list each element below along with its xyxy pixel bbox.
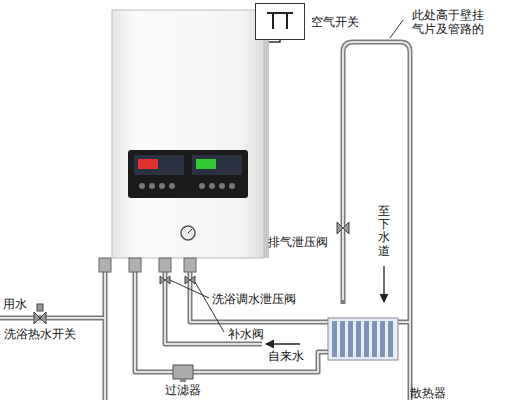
boiler-side (264, 14, 269, 258)
display-digits (196, 159, 216, 169)
button (159, 183, 165, 189)
drain-outlet (341, 300, 346, 304)
radiator-node: 散热器 (328, 314, 446, 400)
filter-body (173, 365, 193, 379)
flow-arrow (383, 266, 384, 302)
pipe (398, 320, 410, 325)
radiator-fin (364, 321, 369, 357)
pressure-gauge (181, 226, 195, 240)
annotation-label: 此处高于壁挂 气片及管路的 (412, 8, 490, 36)
button (219, 183, 225, 189)
pipe (190, 272, 328, 322)
fitting (99, 258, 111, 272)
button (229, 183, 235, 189)
annotation-label: 排气泄压阀 (268, 235, 328, 249)
display-screen (134, 155, 184, 175)
node-label: 过滤器 (165, 383, 201, 397)
leader-line (390, 20, 403, 38)
panel-buttons (139, 183, 235, 189)
node-label: 空气开关 (311, 15, 359, 29)
switch-node: 空气开关 (255, 3, 359, 40)
pipe (0, 317, 105, 319)
annotation-label: 补水阀 (228, 327, 264, 341)
radiator-fin (372, 321, 377, 357)
pipe (135, 272, 328, 372)
boiler-body (112, 10, 264, 258)
button (149, 183, 155, 189)
display-screen (192, 155, 242, 175)
pipe (135, 272, 328, 372)
fittings (99, 258, 196, 272)
filter-cap (180, 379, 186, 382)
fitting (184, 258, 196, 272)
valve-handle (37, 304, 43, 311)
radiator-fin (348, 321, 353, 357)
switch-box (256, 4, 305, 40)
pipe (0, 316, 105, 321)
valve-symbol (160, 276, 170, 284)
radiator-fin (340, 321, 345, 357)
pipe (104, 272, 106, 400)
pipe (398, 321, 410, 323)
annotation-label: 洗浴热水开关 (4, 327, 76, 341)
radiator-body (328, 318, 398, 360)
annotation-label: 用水 (3, 297, 27, 311)
button (209, 183, 215, 189)
radiator-fin (332, 321, 337, 357)
node-label: 散热器 (410, 386, 446, 400)
valve-symbol (185, 276, 195, 284)
gauge-needle (188, 229, 192, 233)
leader-lines (170, 20, 403, 332)
radiator-fin (356, 321, 361, 357)
control-panel (128, 150, 248, 198)
annotation-label: 洗浴调水泄压阀 (212, 292, 296, 306)
button (199, 183, 205, 189)
filter-symbol (158, 362, 208, 382)
valve-symbol (34, 312, 46, 324)
filter-node: 过滤器 (158, 362, 208, 398)
flow-arrow (266, 343, 300, 344)
fitting (129, 258, 141, 272)
pipe (103, 272, 108, 400)
valves (34, 222, 349, 324)
display-digits (138, 159, 158, 169)
switch-symbol (267, 13, 293, 29)
fitting (159, 258, 171, 272)
pipe (190, 272, 328, 322)
radiator-symbol (328, 314, 398, 360)
radiator-fin (380, 321, 385, 357)
leader-line (195, 282, 224, 332)
annotation-label: 自来水 (268, 349, 304, 363)
power-wire (268, 40, 280, 42)
button (169, 183, 175, 189)
radiator-fin (388, 321, 393, 357)
switch-symbol (255, 3, 305, 40)
valve-symbol (337, 222, 349, 234)
button (139, 183, 145, 189)
annotation-label: 至下水道 (378, 205, 390, 258)
